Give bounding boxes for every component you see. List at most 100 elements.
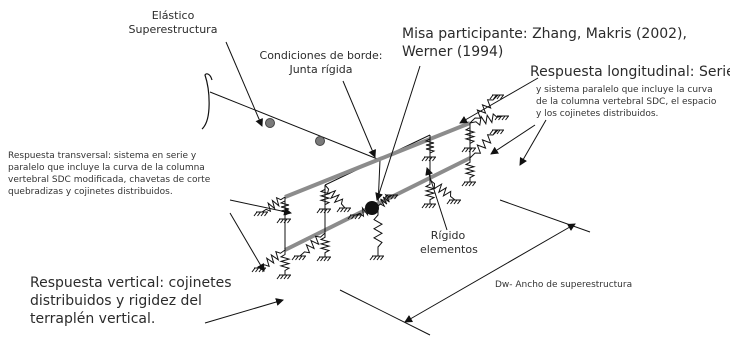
ground-hatch bbox=[376, 255, 381, 261]
spring-vertical-bent-right-back-ground bbox=[421, 156, 436, 162]
ground-hatch bbox=[468, 181, 473, 187]
label-longitudinal-title: Respuesta longitudinal: Serie bbox=[530, 64, 730, 80]
ground-hatch bbox=[494, 115, 499, 121]
pointer-boundary bbox=[342, 80, 376, 158]
column-spring-right bbox=[377, 193, 393, 208]
spring-vertical-bent-right-front bbox=[424, 180, 436, 204]
spring-vertical-bent-front bbox=[319, 233, 331, 257]
label-vertical-response: Respuesta vertical: cojinetes distribuid… bbox=[30, 275, 232, 327]
ground-hatch bbox=[280, 218, 284, 224]
ground-hatch bbox=[258, 267, 263, 273]
spring-longitudinal-right-front-ground bbox=[489, 129, 504, 135]
ground-hatch bbox=[295, 255, 299, 261]
girders bbox=[201, 73, 471, 252]
pointer-arrows bbox=[204, 41, 591, 336]
ground-hatch bbox=[489, 129, 494, 135]
label-participating-mass: Misa participante: Zhang, Makris (2002),… bbox=[402, 26, 687, 60]
pointer-mass bbox=[375, 65, 421, 201]
pointer-transverse bbox=[229, 212, 265, 272]
ground-hatch bbox=[283, 274, 288, 280]
pointer-vertical bbox=[204, 298, 284, 324]
ground-hatch bbox=[453, 199, 458, 205]
ground-hatch bbox=[323, 256, 328, 262]
ground-hatch bbox=[347, 207, 351, 213]
ground-hatch bbox=[425, 156, 429, 162]
spring-transverse-right-back-ground bbox=[494, 115, 509, 121]
ground-hatch bbox=[302, 255, 306, 261]
spring-longitudinal-right-front bbox=[469, 129, 499, 159]
ground-hatch bbox=[468, 147, 473, 153]
pointer-longitudinal bbox=[459, 77, 539, 124]
spring-elements bbox=[251, 94, 509, 280]
ground-hatch bbox=[336, 207, 341, 213]
ground-hatch bbox=[354, 214, 359, 220]
ground-hatch bbox=[457, 199, 461, 205]
spring-vertical-left-back bbox=[279, 197, 291, 219]
ground-hatch bbox=[358, 214, 362, 220]
elastic-node bbox=[315, 136, 325, 146]
spring-vertical-left-front-ground bbox=[276, 274, 291, 280]
ground-hatch bbox=[276, 274, 281, 280]
ground-hatch bbox=[432, 156, 436, 162]
ground-hatch bbox=[369, 255, 374, 261]
ground-hatch bbox=[255, 267, 259, 273]
ground-hatch bbox=[287, 274, 291, 280]
spring-vertical-left-back-ground bbox=[276, 218, 291, 224]
ground-hatch bbox=[373, 255, 377, 261]
spring-longitudinal-bent-back-ground bbox=[336, 207, 351, 213]
ground-hatch bbox=[501, 115, 506, 121]
column-spring-ground bbox=[369, 255, 384, 261]
nodes bbox=[265, 118, 379, 215]
ground-hatch bbox=[461, 147, 466, 153]
rigid-link bbox=[377, 159, 381, 207]
width-dimension-line bbox=[404, 223, 576, 323]
ground-hatch bbox=[276, 218, 281, 224]
spring-transverse-left-back bbox=[261, 196, 286, 213]
spring-vertical-bent-back-ground bbox=[316, 208, 331, 214]
ground-hatch bbox=[316, 256, 321, 262]
label-rigid-elements: Rígido elementos bbox=[420, 229, 478, 256]
pointer-longitudinal bbox=[490, 124, 536, 155]
ground-hatch bbox=[383, 194, 388, 200]
ground-hatch bbox=[387, 194, 391, 200]
pointer-elastic bbox=[225, 41, 263, 127]
spring-transverse-bent-front-ground bbox=[291, 255, 306, 261]
ground-hatch bbox=[493, 129, 497, 135]
ground-hatch bbox=[390, 194, 395, 200]
column-spring-left-ground bbox=[347, 214, 362, 220]
label-elastic-superstructure: Elástico Superestructura bbox=[128, 9, 218, 36]
ground-hatch bbox=[340, 207, 344, 213]
ground-hatch bbox=[472, 147, 476, 153]
ground-hatch bbox=[316, 208, 321, 214]
girder-back bbox=[284, 121, 471, 199]
spring-transverse-bent-front bbox=[299, 232, 326, 257]
label-transverse-response: Respuesta transversal: sistema en serie … bbox=[8, 151, 211, 197]
pointer-longitudinal bbox=[519, 119, 547, 166]
width-extension-line bbox=[499, 199, 591, 233]
superstructure-line bbox=[209, 91, 381, 161]
ground-hatch bbox=[432, 203, 436, 209]
ground-hatch bbox=[253, 211, 258, 217]
ground-hatch bbox=[343, 207, 348, 213]
ground-hatch bbox=[500, 129, 504, 135]
spring-vertical-bent-front-ground bbox=[316, 256, 331, 262]
pointer-rigid bbox=[425, 167, 448, 231]
ground-hatch bbox=[351, 214, 355, 220]
ground-hatch bbox=[257, 211, 261, 217]
spring-longitudinal-right-back-ground bbox=[489, 94, 504, 100]
spring-transverse-left-front bbox=[259, 249, 286, 269]
participating-mass-node bbox=[365, 201, 379, 215]
ground-hatch bbox=[446, 199, 451, 205]
ground-hatch bbox=[283, 218, 288, 224]
spring-transverse-left-back-ground bbox=[253, 211, 268, 217]
pointer-transverse bbox=[229, 199, 292, 216]
ground-hatch bbox=[251, 267, 256, 273]
ground-hatch bbox=[264, 211, 268, 217]
spring-transverse-bent-right-ground bbox=[446, 199, 461, 205]
ground-hatch bbox=[287, 218, 291, 224]
label-longitudinal-body: y sistema paralelo que incluye la curva … bbox=[536, 85, 717, 119]
label-superstructure-width: Dw- Ancho de superestructura bbox=[495, 280, 633, 290]
ground-hatch bbox=[327, 208, 331, 214]
spring-transverse-bent-right bbox=[429, 179, 456, 201]
